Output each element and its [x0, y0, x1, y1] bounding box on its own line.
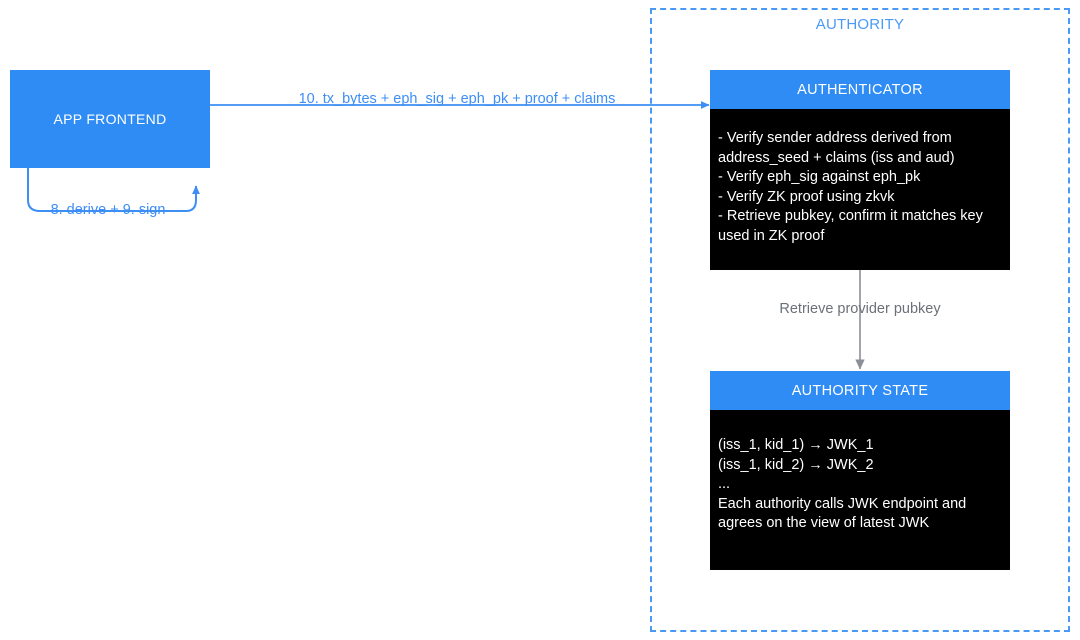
- edge-label-self-loop: 8. derive + 9. sign: [50, 202, 166, 218]
- node-authority-state-body: (iss_1, kid_1) → JWK_1 (iss_1, kid_2) → …: [710, 410, 1010, 570]
- node-app-frontend-title: APP FRONTEND: [53, 111, 167, 127]
- authority-group-boundary: [650, 8, 1070, 632]
- node-authenticator[interactable]: AUTHENTICATOR - Verify sender address de…: [710, 70, 1010, 270]
- node-authority-state-title: AUTHORITY STATE: [710, 371, 1010, 410]
- node-app-frontend[interactable]: APP FRONTEND: [10, 70, 210, 168]
- node-authenticator-body: - Verify sender address derived from add…: [710, 109, 1010, 270]
- node-authority-state[interactable]: AUTHORITY STATE (iss_1, kid_1) → JWK_1 (…: [710, 371, 1010, 570]
- node-authenticator-title: AUTHENTICATOR: [710, 70, 1010, 109]
- authority-group-label: AUTHORITY: [815, 16, 905, 33]
- edge-label-frontend-to-authenticator: 10. tx_bytes + eph_sig + eph_pk + proof …: [298, 91, 616, 107]
- edge-label-retrieve-provider-pubkey: Retrieve provider pubkey: [779, 301, 941, 317]
